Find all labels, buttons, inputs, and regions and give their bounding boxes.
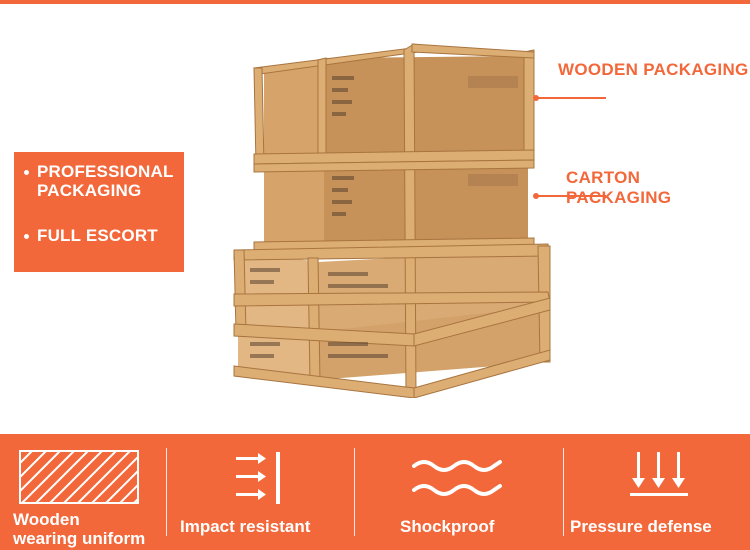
carton-print-marks (250, 76, 388, 358)
wooden-packaging-label: WOODEN PACKAGING (558, 60, 749, 79)
wooden-frame (233, 43, 551, 398)
feature-label: Wooden wearing uniform (13, 510, 146, 548)
feature-band: Wooden wearing uniform Impact resistant … (0, 434, 750, 550)
carton-packaging-label: CARTON PACKAGING (566, 168, 672, 207)
tag-item-professional-packaging: PROFESSIONAL PACKAGING (24, 162, 174, 200)
feature-divider (563, 448, 564, 536)
top-accent-rule (0, 0, 750, 4)
feature-label: Pressure defense (570, 517, 712, 536)
carton-packaging-leader (536, 195, 606, 197)
feature-shockproof: Shockproof (356, 434, 564, 550)
feature-label: Shockproof (400, 517, 495, 536)
carton-top-row (264, 56, 528, 254)
tag-item-full-escort: FULL ESCORT (24, 226, 158, 245)
feature-divider (166, 448, 167, 536)
bullet-icon (24, 170, 29, 175)
wave-icon (412, 460, 502, 496)
tag-item-label: FULL ESCORT (37, 226, 158, 245)
feature-label: Impact resistant (180, 517, 311, 536)
wooden-crate-illustration (233, 43, 551, 398)
feature-impact-resistant: Impact resistant (168, 434, 354, 550)
feature-pressure-defense: Pressure defense (566, 434, 750, 550)
bullet-icon (24, 234, 29, 239)
feature-tag: PROFESSIONAL PACKAGING FULL ESCORT (14, 152, 184, 272)
wooden-packaging-leader (536, 97, 606, 99)
feature-divider (354, 448, 355, 536)
carton-packaging-pin (533, 193, 539, 199)
diagonal-lines-icon (19, 450, 139, 504)
impact-arrows-icon (236, 452, 280, 504)
tag-item-label: PROFESSIONAL PACKAGING (37, 162, 174, 200)
down-arrows-icon (630, 452, 688, 496)
wooden-packaging-pin (533, 95, 539, 101)
feature-wooden-wearing-uniform: Wooden wearing uniform (0, 434, 165, 550)
